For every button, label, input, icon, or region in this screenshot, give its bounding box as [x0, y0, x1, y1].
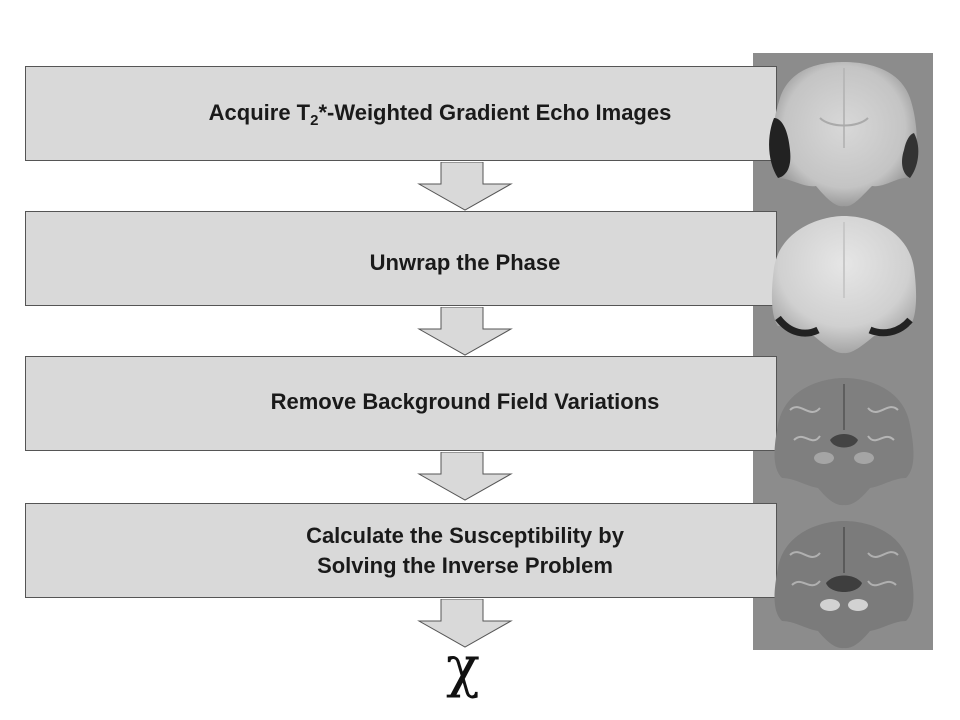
- down-arrow-icon: [417, 307, 513, 356]
- step-unwrap-label: Unwrap the Phase: [369, 250, 561, 275]
- brain-phase-wrapped-image: [769, 62, 919, 207]
- step-unwrap-box: [25, 211, 777, 306]
- step-susceptibility-box: [25, 503, 777, 598]
- brain-local-field-image: [774, 378, 914, 506]
- down-arrow-icon: [417, 599, 513, 648]
- step-acquire-box: [25, 66, 777, 161]
- step-background-removal-box: [25, 356, 777, 451]
- brain-phase-unwrapped-image: [771, 216, 917, 354]
- step-susceptibility-label: Calculate the Susceptibility by Solving …: [306, 523, 624, 578]
- step-acquire-label: Acquire T2*-Weighted Gradient Echo Image…: [208, 100, 672, 129]
- susceptibility-symbol: χ: [446, 635, 480, 700]
- step-background-removal-label: Remove Background Field Variations: [270, 389, 660, 414]
- down-arrow-icon: [417, 452, 513, 501]
- brain-susceptibility-map-image: [774, 521, 914, 649]
- down-arrow-icon: [417, 162, 513, 211]
